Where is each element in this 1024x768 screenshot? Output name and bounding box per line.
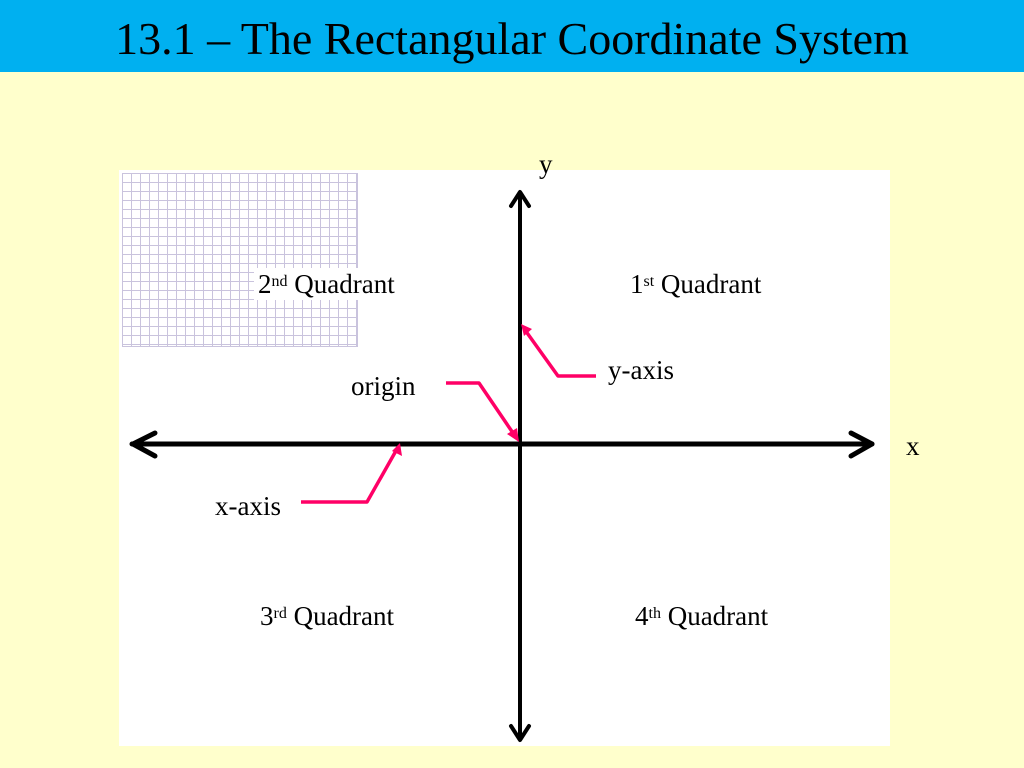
quadrant-2-number: 2	[258, 269, 272, 299]
slide-title: 13.1 – The Rectangular Coordinate System	[115, 13, 909, 64]
y-axis-callout-arrow	[523, 328, 596, 378]
quadrant-4-word: Quadrant	[667, 601, 769, 631]
quadrant-1-number: 1	[630, 269, 644, 299]
y-axis-arrow-up	[509, 190, 531, 208]
quadrant-1-label: 1st Quadrant	[630, 268, 761, 300]
quadrant-3-label: 3rd Quadrant	[260, 600, 394, 632]
quadrant-4-label: 4th Quadrant	[635, 600, 768, 632]
x-axis-arrow-right	[848, 430, 875, 459]
quadrant-1-suffix: st	[643, 273, 655, 290]
quadrant-2-suffix: nd	[271, 273, 288, 290]
origin-callout-arrowhead	[507, 428, 519, 442]
quadrant-4-suffix: th	[648, 605, 661, 622]
origin-callout-arrow	[446, 381, 517, 437]
y-axis-arrow-down	[509, 724, 531, 742]
quadrant-2-word: Quadrant	[294, 269, 395, 299]
x-axis-callout-label: x-axis	[215, 491, 281, 521]
x-axis-arrow-left	[130, 430, 158, 459]
x-axis-callout-arrow	[301, 448, 399, 504]
quadrant-3-suffix: rd	[273, 605, 287, 622]
x-axis-callout-arrowhead	[392, 443, 402, 456]
quadrant-2-label: 2nd Quadrant	[254, 268, 399, 300]
y-axis-callout-arrowhead	[521, 324, 532, 336]
quadrant-3-word: Quadrant	[293, 601, 395, 631]
quadrant-3-number: 3	[260, 601, 274, 631]
y-axis-label: y	[539, 149, 553, 179]
quadrant-4-number: 4	[635, 601, 649, 631]
graph-paper-grid	[122, 173, 358, 347]
quadrant-1-word: Quadrant	[660, 269, 762, 299]
x-axis-label: x	[906, 431, 920, 461]
title-bar	[0, 0, 1024, 72]
origin-callout-label: origin	[351, 371, 416, 401]
y-axis-callout-label: y-axis	[608, 355, 674, 385]
